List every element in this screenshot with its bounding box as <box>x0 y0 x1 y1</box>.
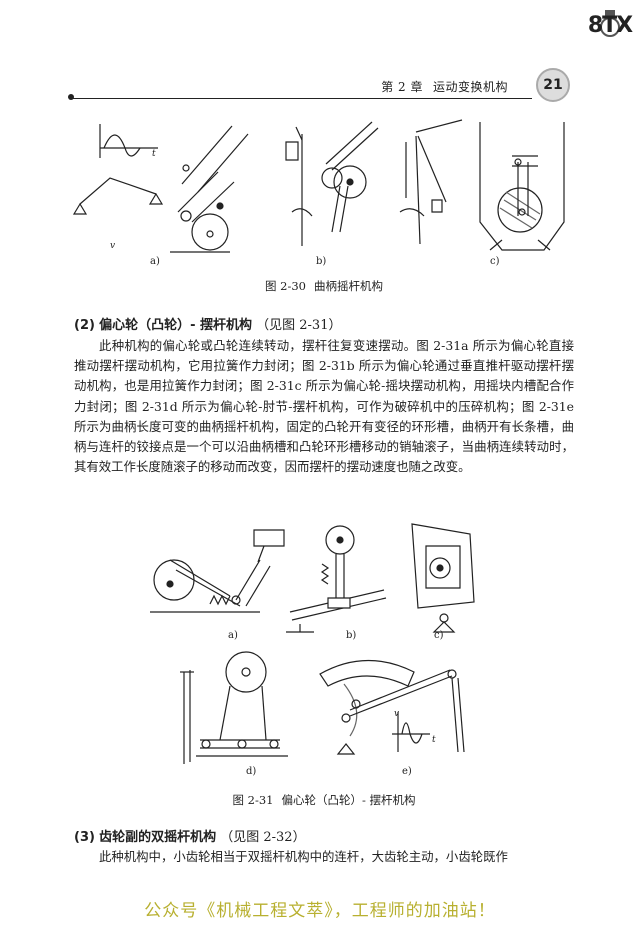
fig-2-31-axis-t: t <box>432 735 436 745</box>
page-number: 21 <box>536 68 570 102</box>
logo-text: 8TX <box>587 13 633 38</box>
section-3-number: (3) <box>74 830 95 845</box>
fig-2-31-sub-b: b) <box>346 630 357 641</box>
fig-2-31e-variable-crank-rocker <box>320 660 464 754</box>
header-bullet <box>68 94 74 100</box>
fig-2-31a-eccentric-lever <box>150 530 284 612</box>
fig-2-30-title: 曲柄摇杆机构 <box>314 279 383 293</box>
paragraph-2: 此种机构中，小齿轮相当于双摇杆机构中的连杆，大齿轮主动，小齿轮既作 <box>74 847 574 867</box>
fig-2-30-number: 图 2-30 <box>265 279 306 293</box>
fig-2-31-number: 图 2-31 <box>232 793 274 807</box>
running-header: 第 2 章运动变换机构 21 <box>68 62 570 102</box>
chapter-title: 运动变换机构 <box>432 80 508 94</box>
header-rule <box>70 98 532 99</box>
fig-2-31-sub-e: e) <box>402 766 412 777</box>
section-3-heading: (3) 齿轮副的双摇杆机构 （见图 2-32） <box>74 826 306 845</box>
fig-2-30d-crank-rocker <box>480 122 564 250</box>
fig-2-31-axis-v: v <box>394 709 399 719</box>
section-2-ref: （见图 2-31） <box>256 318 342 333</box>
fig-2-30a-crank-rocker <box>74 124 248 252</box>
fig-2-30-caption: 图 2-30 曲柄摇杆机构 <box>0 278 640 294</box>
fig-2-31-title: 偏心轮（凸轮）- 摆杆机构 <box>281 793 416 807</box>
logo-gear-icon <box>584 10 636 48</box>
fig-2-30c-crank-rocker <box>400 120 462 244</box>
fig-2-30b-crank-rocker <box>286 122 378 246</box>
section-2-heading: (2) 偏心轮（凸轮）- 摆杆机构 （见图 2-31） <box>74 314 341 333</box>
figure-2-30: v t <box>70 112 570 272</box>
fig-2-31d-eccentric-toggle-lever <box>180 652 288 764</box>
section-2-title: 偏心轮（凸轮）- 摆杆机构 <box>99 318 252 333</box>
fig-2-31-sub-d: d) <box>246 766 257 777</box>
paragraph-1-text: 此种机构的偏心轮或凸轮连续转动，摆杆往复变速摆动。图 2-31a 所示为偏心轮直… <box>74 338 574 475</box>
fig-2-31c-eccentric-rocker-block <box>412 524 474 632</box>
fig-2-30-sub-b: b) <box>316 256 327 267</box>
fig-2-31-sub-a: a) <box>228 630 238 641</box>
fig-2-30-sub-a: a) <box>150 256 160 267</box>
paragraph-1: 此种机构的偏心轮或凸轮连续转动，摆杆往复变速摆动。图 2-31a 所示为偏心轮直… <box>74 336 574 477</box>
section-3-ref: （见图 2-32） <box>220 830 306 845</box>
section-2-number: (2) <box>74 318 95 333</box>
chapter-number: 第 2 章 <box>381 80 423 94</box>
fig-2-30-axis-t: t <box>152 149 156 159</box>
paragraph-2-text: 此种机构中，小齿轮相当于双摇杆机构中的连杆，大齿轮主动，小齿轮既作 <box>99 849 508 864</box>
header-chapter: 第 2 章运动变换机构 <box>371 78 508 95</box>
fig-2-31-caption: 图 2-31 偏心轮（凸轮）- 摆杆机构 <box>0 792 640 808</box>
fig-2-30-sub-c: c) <box>490 256 500 267</box>
watermark-footer: 公众号《机械工程文萃》，工程师的加油站！ <box>144 901 496 921</box>
fig-2-30-axis-v: v <box>110 241 115 251</box>
figure-2-31-upper <box>150 520 490 640</box>
fig-2-31-sub-c: c) <box>434 630 444 641</box>
fig-2-31b-eccentric-pushrod-lever <box>286 526 386 632</box>
publisher-logo: 8TX <box>584 6 636 48</box>
figure-2-31-lower: v t <box>170 652 490 772</box>
section-3-title: 齿轮副的双摇杆机构 <box>99 830 217 845</box>
